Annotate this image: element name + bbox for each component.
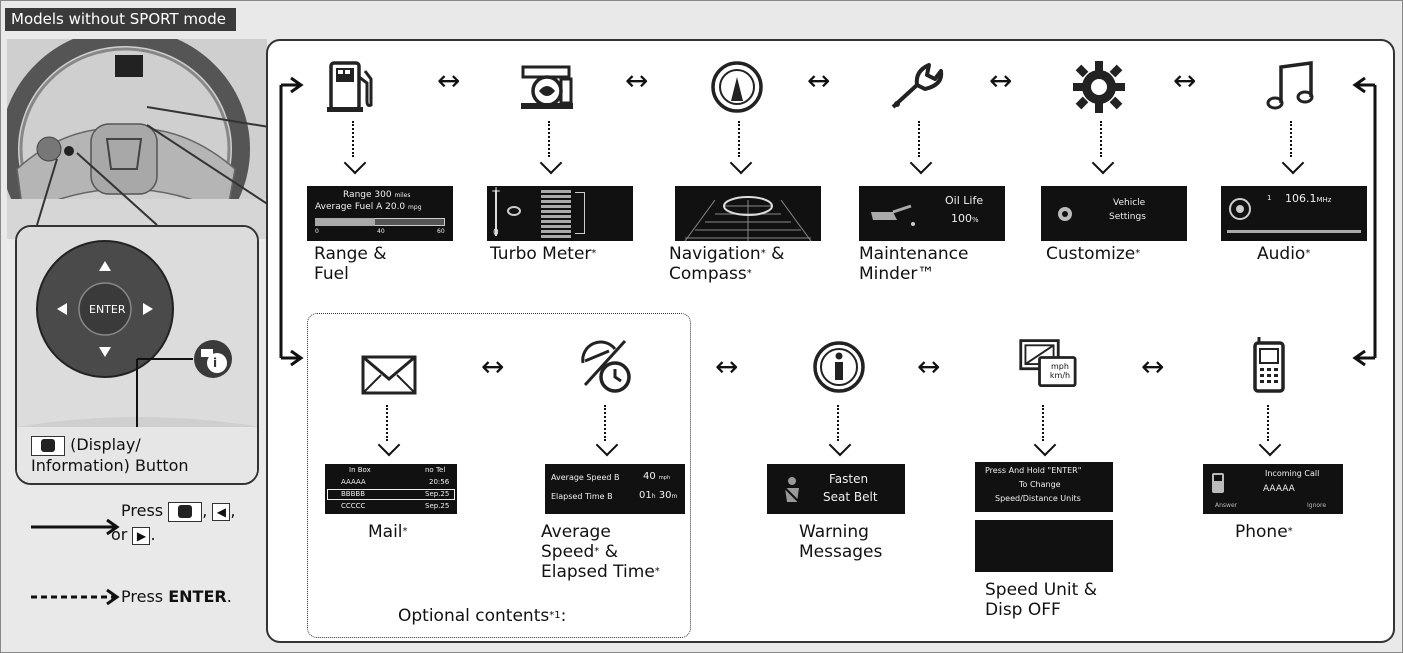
dashed-connector-8 [604,405,606,441]
gear-icon [1073,61,1125,113]
dashed-connector-5 [1100,121,1102,157]
solid-arrow-icon [31,518,120,536]
turbo-icon [521,65,573,109]
compass-icon [711,61,763,113]
dashed-arrow-icon [31,588,120,606]
dashed-connector-3 [738,121,740,157]
svg-text:i: i [213,356,217,370]
legend-period: . [150,525,156,544]
maintenance-screen: Oil Life 100% [859,186,1005,241]
dashed-connector-6 [1290,121,1292,157]
speed-unit-icon [1019,339,1077,388]
oil-can-icon [871,204,915,226]
bidir-arrow-4: ↔ [989,64,1013,97]
right-arrow-button-icon: ▶ [132,526,151,545]
radio-dial-icon [1229,198,1251,220]
bidir-arrow-3: ↔ [807,64,831,97]
legend-comma: , [202,501,208,520]
legend-display-button-icon [168,501,203,522]
caption-line1: (Display/ [70,435,141,454]
dashed-connector-2 [548,121,550,157]
audio-screen: 1 106.1MHz [1221,186,1367,241]
turbo-meter-label: Turbo Meter* [490,244,597,264]
bidir-arrow-9: ↔ [1141,350,1165,383]
phone-icon [1253,337,1285,393]
display-info-button-icon [31,435,65,456]
left-arrow-button-icon: ◀ [212,502,231,521]
legend-enter-bold: ENTER [168,587,227,606]
turbo-meter-screen: + 0 [487,186,633,241]
dashed-connector-10 [1042,405,1044,441]
header-title: Models without SPORT mode [5,8,236,31]
music-note-icon [1266,61,1314,110]
display-info-caption: (Display/ Information) Button [31,435,189,475]
bidir-arrow-5: ↔ [1173,64,1197,97]
fuel-pump-icon [327,61,373,112]
speed-unit-screen: Press And Hold "ENTER" To Change Speed/D… [975,462,1113,512]
handset-icon [1212,473,1224,493]
bidir-arrow-1: ↔ [437,64,461,97]
bidir-arrow-6: ↔ [481,350,505,383]
display-off-screen [975,520,1113,572]
legend-solid-arrow: Press , ◀, or ▶. [31,501,261,547]
bidir-arrow-8: ↔ [917,350,941,383]
legend-press-enter: Press [121,587,164,606]
legend-enter-period: . [226,587,232,606]
navigation-compass-screen [675,186,821,241]
legend-comma-2: , [230,501,236,520]
optional-contents-box [307,313,691,638]
mail-label: Mail* [368,522,408,542]
wrench-icon [891,63,944,109]
speed-unit-label: Speed Unit &Disp OFF [985,580,1097,620]
audio-label: Audio* [1257,244,1311,264]
caption-line2: Information) Button [31,455,189,475]
customize-screen: Vehicle Settings [1041,186,1187,241]
legend-dashed-arrow: Press ENTER. [31,585,271,609]
control-callout: i ENTER (Display/ Information) Button [15,225,259,485]
range-fuel-screen: Range 300 miles Average Fuel A 20.0 mpg … [307,186,453,241]
dashed-connector-9 [837,405,839,441]
dashed-connector-1 [352,121,354,157]
info-icon [813,341,865,393]
envelope-icon [361,355,417,395]
average-speed-screen: Average Speed B 40 mph Elapsed Time B 01… [545,464,685,514]
range-fuel-label: Range &Fuel [314,244,387,284]
dashed-connector-7 [386,405,388,441]
settings-gear-icon [1058,207,1072,221]
phone-screen: Incoming Call AAAAA Answer Ignore [1203,464,1343,514]
legend-or-label: or [111,525,128,544]
mail-screen: In Box no Tel AAAAA 20:56 BBBBB Sep.25 C… [325,464,457,514]
bidir-arrow-2: ↔ [625,64,649,97]
average-speed-label: Average Speed* & Elapsed Time* [541,522,660,582]
dashed-connector-4 [918,121,920,157]
bidir-arrow-7: ↔ [715,350,739,383]
seatbelt-icon [784,477,800,503]
phone-label: Phone* [1235,522,1293,542]
navigation-compass-label: Navigation* & Compass* [669,244,785,284]
dpad-enter-label: ENTER [89,303,126,316]
display-cycle-panel [266,39,1395,643]
flow-arrows [279,76,1377,367]
optional-contents-label: Optional contents*1: [398,606,567,626]
warning-screen: Fasten Seat Belt [767,464,905,514]
customize-label: Customize* [1046,244,1141,264]
dashed-connector-11 [1267,405,1269,441]
speed-timer-icon [581,339,631,393]
legend-press-label: Press [121,501,164,520]
